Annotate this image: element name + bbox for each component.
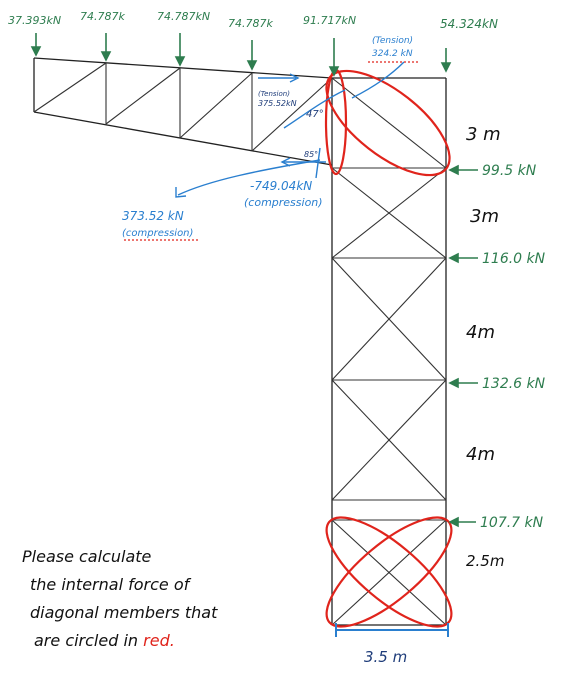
vertical-force-value: -749.04kN <box>250 179 312 193</box>
panel-height-label: 3 m <box>466 124 501 145</box>
instruction-line: Please calculate <box>22 547 152 566</box>
member-annotation-arrows <box>175 61 405 198</box>
truss-diagonal <box>105 67 181 125</box>
arrow-down-icon <box>246 60 258 71</box>
tension-leader-line <box>351 61 405 99</box>
side-load-labels: 99.5 kN 116.0 kN 132.6 kN 107.7 kN <box>480 163 546 531</box>
panel-height-label: 3m <box>470 206 499 227</box>
top-load-label: 74.787k <box>228 17 273 30</box>
arrow-down-icon <box>100 51 112 62</box>
arrow-left-icon <box>448 164 459 176</box>
vertical-leader-line <box>315 147 321 179</box>
instruction-line: are circled in red. <box>34 631 175 650</box>
instruction-text: Please calculate the internal force of d… <box>22 547 218 650</box>
instruction-line: diagonal members that <box>30 603 218 622</box>
instruction-red-word: red. <box>143 631 175 650</box>
top-tension-label: (Tension) <box>372 36 413 46</box>
left-force-value: 373.52 kN <box>122 209 184 223</box>
cantilever-truss <box>33 57 333 166</box>
tower-diagonal <box>331 379 447 501</box>
left-force-note: (compression) <box>122 228 193 239</box>
arrow-right-icon <box>289 73 300 83</box>
side-load-label: 132.6 kN <box>482 376 546 392</box>
arrow-left-icon <box>448 377 459 389</box>
arrow-down-icon <box>30 46 42 57</box>
tower-diagonal <box>331 77 447 169</box>
bottom-chord <box>33 111 333 166</box>
member-annotation-labels: (Tension) 324.2 kN (Tension) 375.52kN 47… <box>122 36 413 239</box>
width-dimension-label: 3.5 m <box>364 648 407 666</box>
panel-height-label: 4m <box>466 444 495 465</box>
side-load-arrows <box>448 164 478 528</box>
top-load-label: 91.717kN <box>303 14 356 27</box>
arrow-left-icon <box>448 252 459 264</box>
truss-diagonal <box>179 72 253 139</box>
angle-label: 85° <box>304 150 318 159</box>
side-load-label: 99.5 kN <box>482 163 537 179</box>
side-load-label: 116.0 kN <box>482 251 546 267</box>
vertical-force-note: (compression) <box>244 196 323 209</box>
top-load-label: 74.787k <box>80 10 125 23</box>
top-tension-value: 324.2 kN <box>372 49 413 59</box>
tower-diagonal <box>331 519 447 626</box>
truss-diagonal <box>251 77 333 152</box>
instruction-prefix: are circled in <box>34 631 138 650</box>
arrow-icon <box>175 187 187 198</box>
top-load-labels: 37.393kN 74.787k 74.787kN 74.787k 91.717… <box>8 10 498 31</box>
width-dimension <box>335 623 449 637</box>
top-load-label: 37.393kN <box>8 14 61 27</box>
top-chord <box>33 57 333 79</box>
side-load-label: 107.7 kN <box>480 515 544 531</box>
arrow-down-icon <box>174 56 186 67</box>
panel-height-label: 4m <box>466 322 495 343</box>
red-circle-bottom-diagonal-a <box>325 516 453 628</box>
compression-leader-line <box>177 159 321 196</box>
arrow-down-icon <box>440 62 452 73</box>
chord-tension-value: 375.52kN <box>258 99 297 108</box>
top-load-label: 74.787kN <box>157 10 210 23</box>
truss-diagonal <box>33 62 107 113</box>
dimension-labels: 3 m 3m 4m 4m 2.5m <box>466 124 504 570</box>
red-highlight-circles <box>324 68 453 628</box>
instruction-line: the internal force of <box>30 575 192 594</box>
angle-label: 47° <box>306 109 324 120</box>
top-load-arrows <box>30 33 452 77</box>
chord-leader-line <box>283 89 346 129</box>
chord-tension-label: (Tension) <box>258 90 290 98</box>
arrow-down-icon <box>328 66 340 77</box>
tower-truss <box>331 77 447 626</box>
arrow-left-icon <box>448 516 459 528</box>
tower-diagonal <box>331 167 447 259</box>
arrow-left-icon <box>280 157 291 167</box>
top-load-label: 54.324kN <box>440 17 498 31</box>
tower-diagonal <box>331 257 447 381</box>
panel-height-label: 2.5m <box>466 552 504 570</box>
